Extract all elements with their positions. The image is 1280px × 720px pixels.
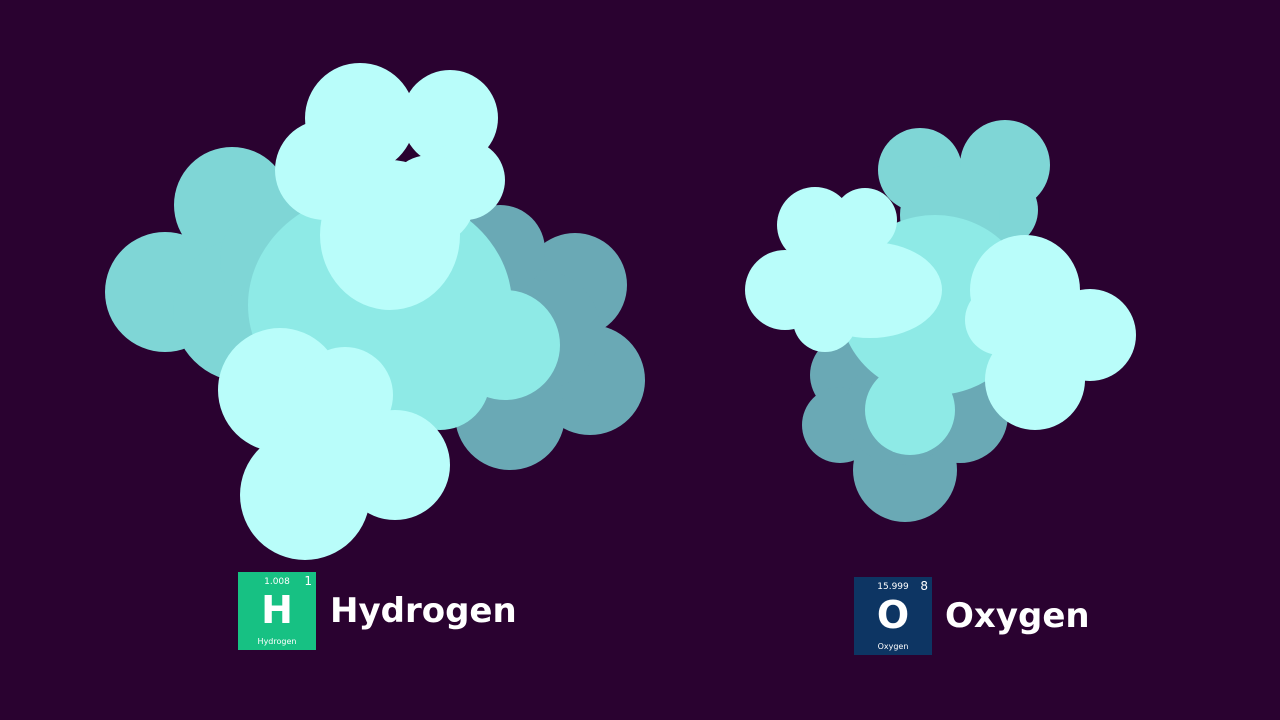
oxygen-symbol: O [876, 593, 910, 637]
hydrogen-atomic-number: 1 [304, 574, 312, 588]
hydrogen-cloud [105, 63, 645, 560]
oxygen-tile-name: Oxygen [877, 642, 909, 651]
oxygen-element-tile: 15.999 8 O Oxygen [854, 577, 932, 655]
oxygen-cloud [745, 120, 1136, 522]
oxygen-label: Oxygen [945, 596, 1090, 636]
oxygen-atomic-number: 8 [920, 579, 928, 593]
hydrogen-tile-name: Hydrogen [257, 637, 297, 646]
hydrogen-symbol: H [261, 588, 293, 632]
hydrogen-label: Hydrogen [330, 591, 517, 631]
hydrogen-atomic-mass: 1.008 [264, 577, 290, 587]
hydrogen-element-tile: 1.008 1 H Hydrogen [238, 572, 316, 650]
oxygen-atomic-mass: 15.999 [877, 582, 909, 592]
